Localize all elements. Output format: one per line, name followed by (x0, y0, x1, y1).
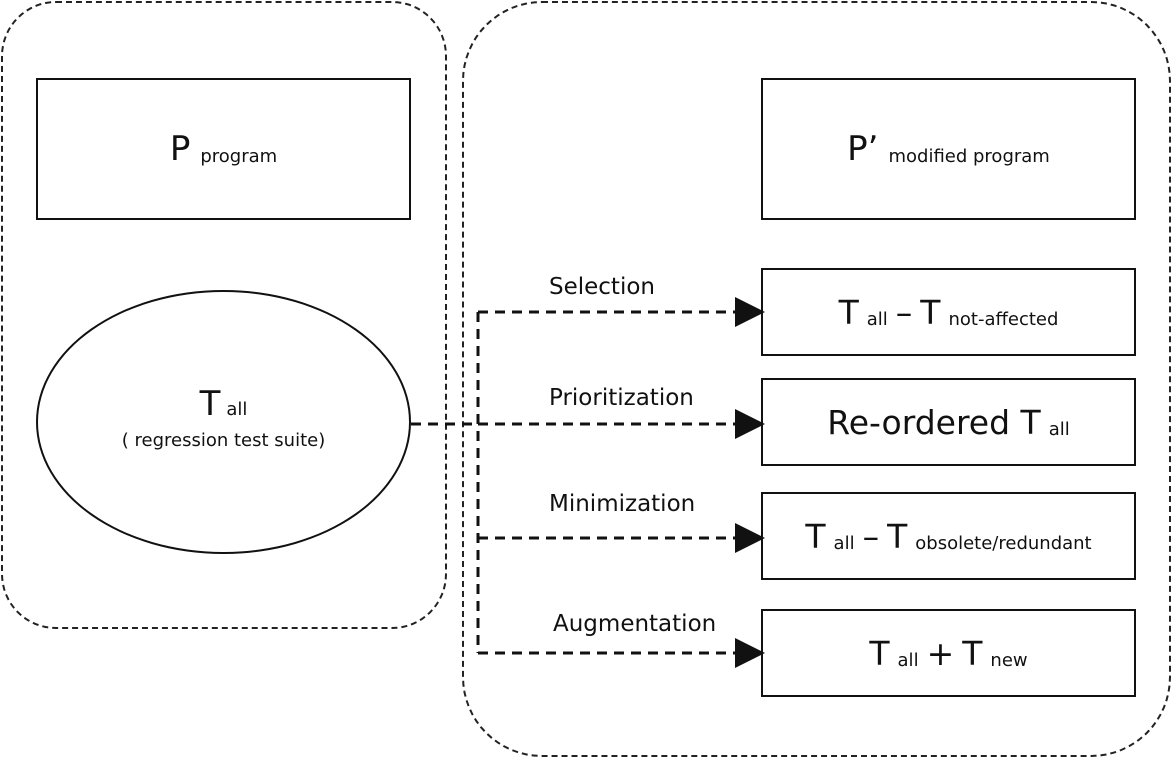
minimization-result-box: T all – T obsolete/redundant (761, 492, 1136, 580)
modified-program-symbol: P’ (847, 129, 879, 169)
augmentation-result-box: T all + T new (761, 609, 1136, 697)
prioritization-sub1: all (1048, 418, 1070, 440)
augmentation-main1: T (869, 633, 890, 673)
selection-label: Selection (549, 274, 655, 300)
prioritization-main1: Re-ordered T (827, 402, 1041, 442)
selection-sub2: not-affected (948, 308, 1059, 330)
prioritization-result-box: Re-ordered T all (761, 378, 1136, 466)
test-suite-ellipse: T all ( regression test suite) (36, 290, 411, 554)
test-suite-symbol: T (199, 383, 221, 424)
minimization-main2: T (887, 516, 908, 556)
prioritization-label: Prioritization (549, 385, 694, 411)
augmentation-operator: + (926, 633, 955, 673)
modified-program-label: modified program (888, 145, 1050, 167)
minimization-sub2: obsolete/redundant (915, 532, 1092, 554)
test-suite-description: ( regression test suite) (121, 429, 326, 451)
augmentation-label: Augmentation (553, 611, 717, 637)
selection-result-box: T all – T not-affected (761, 268, 1136, 356)
program-symbol: P (169, 129, 191, 169)
selection-main2: T (920, 292, 941, 332)
minimization-main1: T (805, 516, 826, 556)
minimization-sub1: all (833, 532, 855, 554)
original-version-region (1, 1, 447, 629)
augmentation-sub2: new (990, 649, 1028, 671)
selection-main1: T (838, 292, 859, 332)
modified-version-region (462, 1, 1171, 757)
minimization-operator: – (862, 516, 880, 556)
selection-sub1: all (866, 308, 888, 330)
selection-operator: – (895, 292, 913, 332)
augmentation-main2: T (962, 633, 983, 673)
program-box: P program (36, 78, 411, 220)
test-suite-subscript: all (226, 398, 248, 420)
augmentation-sub1: all (897, 649, 919, 671)
program-label: program (200, 145, 278, 167)
minimization-label: Minimization (549, 491, 696, 517)
modified-program-box: P’ modified program (761, 78, 1136, 220)
